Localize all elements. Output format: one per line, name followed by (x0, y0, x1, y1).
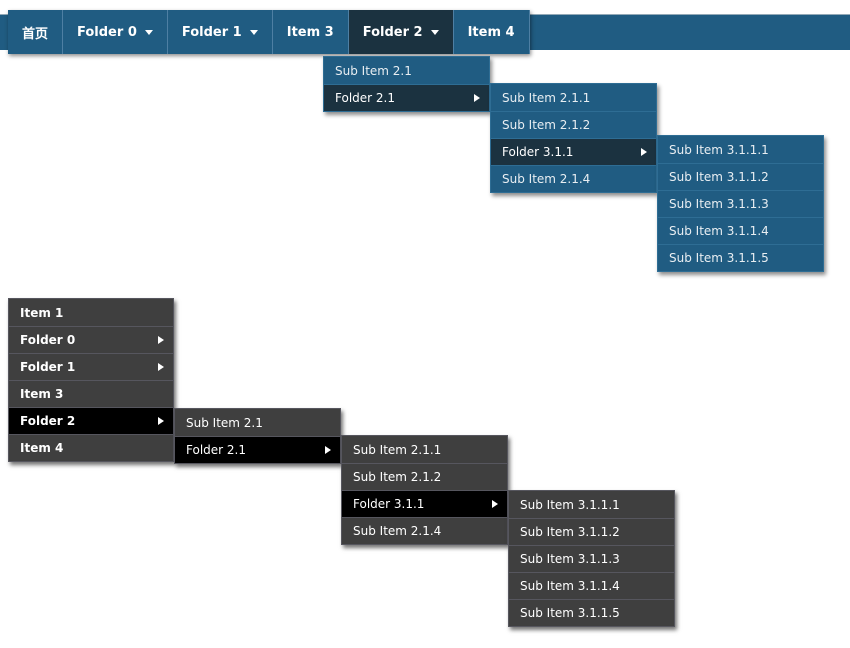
context-item-sub-3-1-1-3[interactable]: Sub Item 3.1.1.3 (509, 545, 674, 572)
context-menu-folder-3-1-1: Sub Item 3.1.1.1 Sub Item 3.1.1.2 Sub It… (508, 490, 675, 627)
caret-right-icon (474, 94, 480, 102)
menubar-item-label: Folder 2 (362, 24, 423, 40)
menu-item-label: Sub Item 3.1.1.2 (669, 170, 769, 184)
menu-item-label: Folder 2.1 (335, 91, 395, 105)
context-menu-folder-2-1: Sub Item 2.1.1 Sub Item 2.1.2 Folder 3.1… (341, 435, 508, 545)
context-item-sub-3-1-1-4[interactable]: Sub Item 3.1.1.4 (509, 572, 674, 599)
menubar-item-4[interactable]: Item 4 (453, 10, 530, 54)
menu-item-label: Sub Item 3.1.1.4 (669, 224, 769, 238)
menu-item-sub-2-1-1[interactable]: Sub Item 2.1.1 (491, 84, 656, 111)
menubar-item-label: Folder 1 (181, 24, 242, 40)
menubar-item-label: Item 4 (467, 24, 515, 40)
menu-item-sub-2-1-2[interactable]: Sub Item 2.1.2 (491, 111, 656, 138)
caret-right-icon (641, 148, 647, 156)
menu-item-label: Sub Item 3.1.1.5 (669, 251, 769, 265)
context-item-sub-2-1[interactable]: Sub Item 2.1 (175, 409, 340, 436)
menu-item-label: Sub Item 2.1 (335, 63, 412, 78)
menu-item-label: Sub Item 3.1.1.5 (520, 606, 620, 620)
caret-right-icon (158, 417, 164, 425)
menu-item-label: Sub Item 2.1.4 (502, 172, 591, 186)
dropdown-menu-folder-2-1: Sub Item 2.1.1 Sub Item 2.1.2 Folder 3.1… (490, 83, 657, 193)
caret-down-icon (430, 29, 439, 35)
menu-item-sub-3-1-1-5[interactable]: Sub Item 3.1.1.5 (658, 244, 823, 271)
context-item-sub-3-1-1-1[interactable]: Sub Item 3.1.1.1 (509, 491, 674, 518)
menu-item-label: Sub Item 3.1.1.1 (669, 142, 769, 157)
caret-right-icon (158, 336, 164, 344)
menu-item-label: Sub Item 3.1.1.4 (520, 579, 620, 593)
menubar: 首页 Folder 0 Folder 1 Item 3 Folder 2 Ite… (8, 10, 530, 54)
menu-item-label: Sub Item 3.1.1.1 (520, 497, 620, 512)
context-item-folder-0[interactable]: Folder 0 (9, 326, 173, 353)
menu-item-label: Folder 2.1 (186, 443, 246, 457)
menu-item-label: Item 4 (20, 441, 64, 455)
context-item-folder-3-1-1[interactable]: Folder 3.1.1 (342, 490, 507, 517)
context-menu-folder-2: Sub Item 2.1 Folder 2.1 (174, 408, 341, 464)
menu-item-label: Sub Item 2.1.2 (502, 118, 591, 132)
menu-item-label: Folder 1 (20, 360, 76, 374)
context-item-sub-3-1-1-5[interactable]: Sub Item 3.1.1.5 (509, 599, 674, 626)
context-item-folder-2[interactable]: Folder 2 (9, 407, 173, 434)
menubar-item-home[interactable]: 首页 (8, 10, 64, 54)
menu-item-label: Sub Item 2.1.1 (502, 90, 591, 105)
menubar-item-label: Folder 0 (77, 24, 137, 40)
caret-right-icon (158, 363, 164, 371)
menu-item-sub-3-1-1-1[interactable]: Sub Item 3.1.1.1 (658, 136, 823, 163)
menu-item-sub-2-1-4[interactable]: Sub Item 2.1.4 (491, 165, 656, 192)
menu-item-folder-3-1-1[interactable]: Folder 3.1.1 (491, 138, 656, 165)
menu-item-label: Sub Item 3.1.1.2 (520, 525, 620, 539)
menu-item-label: Item 1 (20, 305, 64, 320)
menu-item-label: Sub Item 2.1.2 (353, 470, 442, 484)
context-item-4[interactable]: Item 4 (9, 434, 173, 461)
menu-item-sub-3-1-1-3[interactable]: Sub Item 3.1.1.3 (658, 190, 823, 217)
menu-item-sub-3-1-1-2[interactable]: Sub Item 3.1.1.2 (658, 163, 823, 190)
context-item-sub-2-1-2[interactable]: Sub Item 2.1.2 (342, 463, 507, 490)
context-item-sub-3-1-1-2[interactable]: Sub Item 3.1.1.2 (509, 518, 674, 545)
caret-right-icon (325, 446, 331, 454)
menu-item-label: Sub Item 2.1.1 (353, 442, 442, 457)
context-item-sub-2-1-4[interactable]: Sub Item 2.1.4 (342, 517, 507, 544)
menu-item-sub-2-1[interactable]: Sub Item 2.1 (324, 57, 489, 84)
menu-item-label: Sub Item 2.1 (186, 415, 263, 430)
context-item-sub-2-1-1[interactable]: Sub Item 2.1.1 (342, 436, 507, 463)
dropdown-menu-folder-3-1-1: Sub Item 3.1.1.1 Sub Item 3.1.1.2 Sub It… (657, 135, 824, 272)
menu-item-sub-3-1-1-4[interactable]: Sub Item 3.1.1.4 (658, 217, 823, 244)
menubar-item-folder-1[interactable]: Folder 1 (167, 10, 273, 54)
menu-item-folder-2-1[interactable]: Folder 2.1 (324, 84, 489, 111)
menu-item-label: Folder 0 (20, 333, 76, 347)
dropdown-menu-folder-2: Sub Item 2.1 Folder 2.1 (323, 56, 490, 112)
menubar-item-folder-0[interactable]: Folder 0 (63, 10, 168, 54)
menu-item-label: Sub Item 3.1.1.3 (520, 552, 620, 566)
menu-item-label: Sub Item 2.1.4 (353, 524, 442, 538)
context-item-3[interactable]: Item 3 (9, 380, 173, 407)
menu-item-label: Folder 3.1.1 (353, 497, 425, 511)
context-item-folder-1[interactable]: Folder 1 (9, 353, 173, 380)
menu-item-label: Folder 2 (20, 414, 76, 428)
menubar-item-3[interactable]: Item 3 (272, 10, 349, 54)
menubar-item-label: Item 3 (286, 24, 334, 40)
menubar-item-folder-2[interactable]: Folder 2 (348, 10, 454, 54)
menubar-item-label: 首页 (22, 26, 49, 42)
caret-right-icon (492, 500, 498, 508)
menu-item-label: Sub Item 3.1.1.3 (669, 197, 769, 211)
context-menu-root: Item 1 Folder 0 Folder 1 Item 3 Folder 2… (8, 298, 174, 462)
caret-down-icon (144, 29, 153, 35)
context-item-1[interactable]: Item 1 (9, 299, 173, 326)
menu-item-label: Item 3 (20, 387, 64, 401)
caret-down-icon (249, 29, 258, 35)
menu-item-label: Folder 3.1.1 (502, 145, 574, 159)
context-item-folder-2-1[interactable]: Folder 2.1 (175, 436, 340, 463)
